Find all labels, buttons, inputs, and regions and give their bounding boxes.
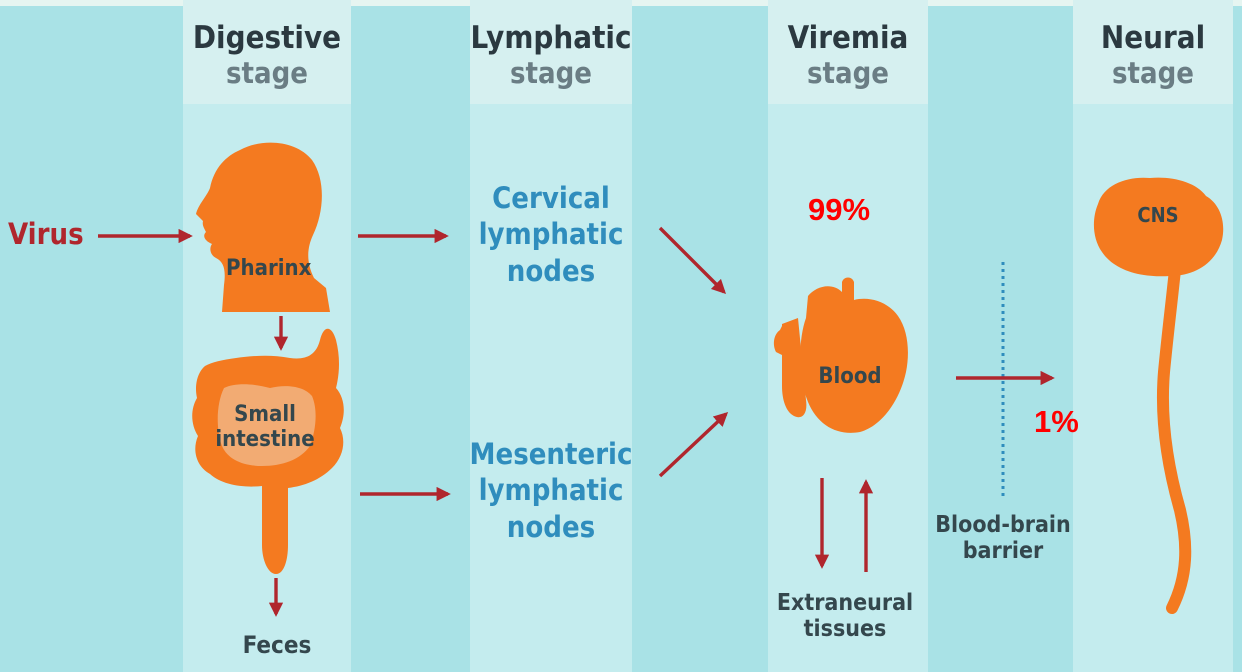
label-pharinx: Pharinx (226, 256, 312, 281)
head-icon (196, 142, 330, 312)
stage-title: Digestive (192, 20, 342, 56)
label-extraneural-tissues: Extraneural tissues (776, 590, 914, 643)
label-virus: Virus (8, 217, 84, 251)
label-cns: CNS (1137, 203, 1179, 227)
label-mesenteric-nodes: Mesenteric lymphatic nodes (469, 437, 633, 544)
stage-header-viremia: Viremia stage (768, 0, 928, 104)
percent-1: 1% (1034, 404, 1079, 439)
label-feces: Feces (242, 631, 312, 659)
stage-column-neural (1073, 0, 1233, 672)
stage-header-neural: Neural stage (1073, 0, 1233, 104)
stage-subtitle: stage (807, 56, 889, 90)
stage-header-lymphatic: Lymphatic stage (470, 0, 632, 104)
stage-header-digestive: Digestive stage (183, 0, 351, 104)
stage-subtitle: stage (510, 56, 592, 90)
brain-spine-icon (1093, 177, 1224, 614)
stage-title: Viremia (787, 20, 909, 56)
label-blood-brain-barrier: Blood-brain barrier (935, 512, 1071, 565)
stage-subtitle: stage (1112, 56, 1194, 90)
percent-99: 99% (808, 192, 871, 227)
label-small-intestine: Small intestine (215, 402, 315, 453)
arrow-cervical-to-blood (658, 226, 727, 295)
label-blood: Blood (818, 364, 882, 389)
stage-title: Lymphatic (470, 20, 632, 56)
stage-subtitle: stage (226, 56, 308, 90)
stage-column-lymphatic (470, 0, 632, 672)
stage-title: Neural (1100, 20, 1206, 56)
intestine-icon (192, 328, 344, 574)
heart-icon (773, 277, 908, 433)
label-cervical-nodes: Cervical lymphatic nodes (478, 181, 624, 288)
arrow-mesenteric-to-blood (658, 412, 729, 478)
